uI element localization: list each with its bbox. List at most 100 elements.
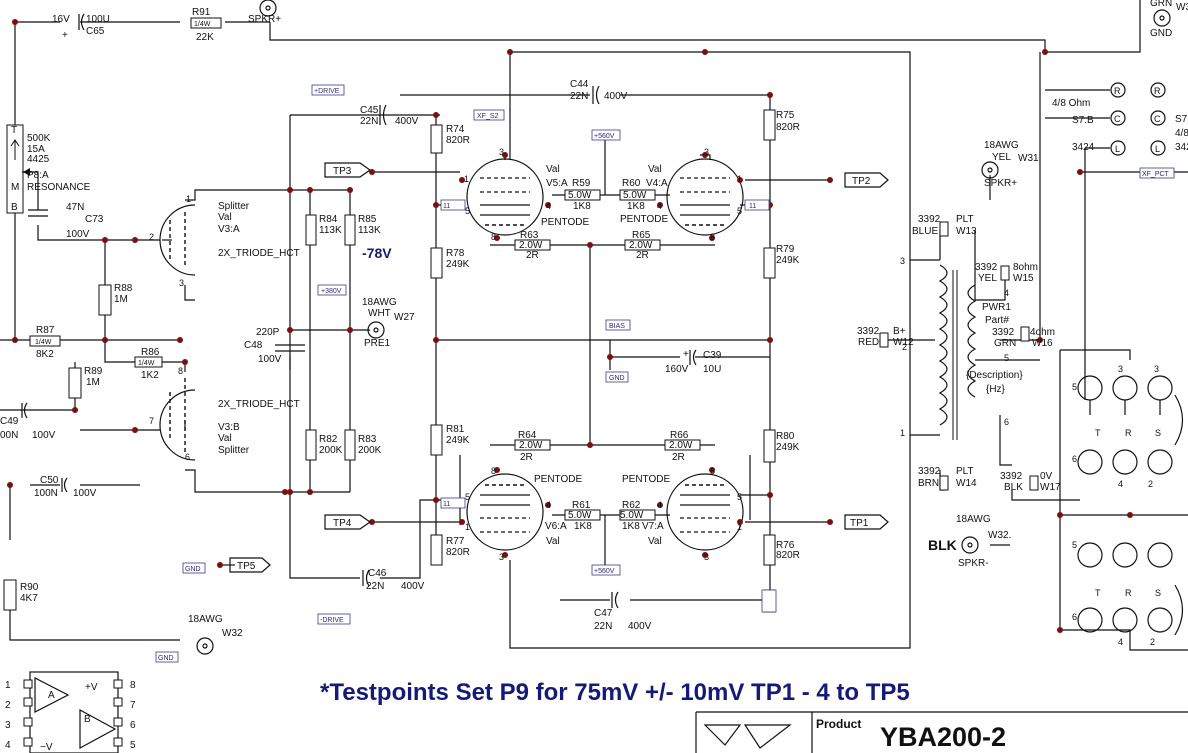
v3a-type: 2X_TRIODE_HCT <box>218 248 300 259</box>
v3a-ref: V3:A <box>218 224 240 235</box>
c45-ref: C45 <box>360 105 379 116</box>
jack2-pin4: 4 <box>1118 637 1123 647</box>
r89-value: 1M <box>86 377 100 388</box>
v5-ref: V5:A <box>546 178 568 189</box>
c44-voltage: 400V <box>604 91 628 102</box>
r66-watt: 2.0W <box>669 440 693 451</box>
net-labels <box>155 84 1175 663</box>
w31-color: YEL <box>992 152 1011 163</box>
c48-value: 220P <box>256 327 280 338</box>
r90-ref: R90 <box>20 582 39 593</box>
w17-0v: 0V <box>1040 471 1053 482</box>
c47-voltage: 400V <box>628 621 652 632</box>
w32b-ref: W32. <box>988 530 1011 541</box>
c48-ref: C48 <box>244 340 263 351</box>
jack2-t: T <box>1095 588 1101 598</box>
w13-plt: PLT <box>956 214 974 225</box>
tp5-label: TP5 <box>237 561 256 572</box>
xfmr-pin4: 4 <box>1004 288 1009 298</box>
n11-v6: 11 <box>443 501 450 508</box>
v6-val: Val <box>546 536 560 547</box>
xfmr-pin6: 6 <box>1004 417 1009 427</box>
ohm-48-label: 4/8 Ohm <box>1052 98 1090 109</box>
w12-ref: W12 <box>893 337 914 348</box>
r64-watt: 2.0W <box>519 440 543 451</box>
r80-value: 249K <box>776 442 800 453</box>
grn-top-label: GRN <box>1150 0 1172 9</box>
r90-value: 4K7 <box>20 593 38 604</box>
r61-value: 1K8 <box>574 521 592 532</box>
w15-color: YEL <box>978 273 997 284</box>
op-pin4: 4 <box>5 740 11 751</box>
w12-code: 3392 <box>857 326 880 337</box>
title-block <box>695 711 1188 753</box>
r87-watt: 1/4W <box>35 339 52 346</box>
op-pin5: 5 <box>130 740 136 751</box>
v3a-pin1: 1 <box>186 194 191 204</box>
product-model: YBA200-2 <box>880 722 1006 752</box>
v7-pin4: 4 <box>657 500 662 510</box>
tp2-label: TP2 <box>852 176 871 187</box>
v7-type: PENTODE <box>622 474 670 485</box>
bias-voltage: -78V <box>362 245 392 261</box>
r78-ref: R78 <box>446 248 465 259</box>
xfmr-pin2: 2 <box>902 342 907 352</box>
test-point-tags <box>229 162 889 573</box>
r79-ref: R79 <box>776 244 795 255</box>
op-pin7: 7 <box>130 700 136 711</box>
r75-value: 820R <box>776 122 800 133</box>
spkr-minus-label: SPKR- <box>958 558 989 569</box>
v3b-ref: V3:B <box>218 422 240 433</box>
pot-t: T <box>11 125 17 136</box>
c46-ref: C46 <box>368 568 387 579</box>
r85-ref: R85 <box>358 214 377 225</box>
junction-dots <box>7 19 1133 633</box>
c39-value: 10U <box>703 364 721 375</box>
v3a-pin2: 2 <box>149 232 154 242</box>
jack1-pin6: 6 <box>1072 454 1077 464</box>
net-gnd-center: GND <box>609 375 625 382</box>
svg-text:+: + <box>683 349 689 360</box>
v5-val: Val <box>546 164 560 175</box>
v5-pin3: 3 <box>499 147 504 157</box>
w13-ref: W13 <box>956 226 977 237</box>
n11-v5: 11 <box>443 203 450 210</box>
v4-pin1: 1 <box>737 174 742 184</box>
r63-ref: R63 <box>520 230 539 241</box>
jack-sockets <box>1077 82 1184 636</box>
c45-voltage: 400V <box>395 116 419 127</box>
c46-voltage: 400V <box>401 581 425 592</box>
r85-value: 113K <box>358 225 381 236</box>
w14-ref: W14 <box>956 478 977 489</box>
r81-ref: R81 <box>446 424 465 435</box>
w27-color: WHT <box>368 308 391 319</box>
r66-ref: R66 <box>670 430 689 441</box>
net-gnd-tp5: GND <box>185 566 201 573</box>
r88-ref: R88 <box>114 283 133 294</box>
s7-right-label: S7 <box>1175 114 1188 125</box>
r77-value: 820R <box>446 547 470 558</box>
n11-v4: 11 <box>749 203 756 210</box>
r81-value: 249K <box>446 435 470 446</box>
r74-ref: R74 <box>446 124 465 135</box>
net-bias: BIAS <box>609 323 625 330</box>
xfmr-description: {Description} <box>966 370 1023 381</box>
jack-c-left: C <box>1114 114 1121 124</box>
r62-ref: R62 <box>622 500 641 511</box>
w12-color: RED <box>858 337 879 348</box>
op-b: B <box>84 714 91 725</box>
jack2-s: S <box>1155 588 1161 598</box>
testpoints-note: *Testpoints Set P9 for 75mV +/- 10mV TP1… <box>320 679 910 706</box>
w14-code: 3392 <box>918 466 941 477</box>
opamp-text: 1 2 3 4 8 7 6 5 A B +V −V <box>5 680 136 753</box>
v6-type: PENTODE <box>534 474 582 485</box>
w12-bplus: B+ <box>893 326 906 337</box>
v4-pin3: 3 <box>704 147 709 157</box>
v4-pin8: 8 <box>710 232 715 242</box>
op-pin8: 8 <box>130 680 136 691</box>
spkr-top-label: SPKR+ <box>248 14 281 25</box>
v6-pin8: 8 <box>491 466 496 476</box>
jack-l-right: L <box>1155 144 1160 154</box>
xfmr-part: Part# <box>985 315 1009 326</box>
